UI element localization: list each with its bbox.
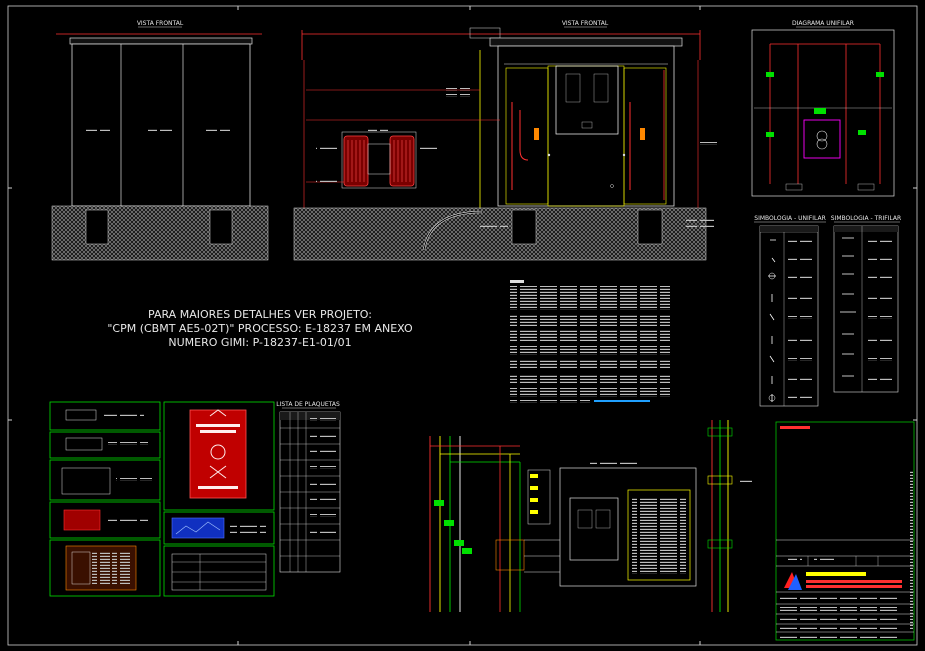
unifilar-diagram: DIAGRAMA UNIFILAR [751,20,895,197]
company-logo-icon [780,570,902,590]
front-view-left: VISTA FRONTAL [51,20,269,261]
symbology-trifilar-title: SIMBOLOGIA - TRIFILAR [831,215,901,222]
project-note-line3: NUMERO GIMI: P-18237-E1-01/01 [168,336,351,349]
front-view-left-title: VISTA FRONTAL [137,20,184,27]
detail-panels-left [49,401,161,597]
front-view-right-title: VISTA FRONTAL [562,20,609,27]
panel-front-view-small [559,462,697,587]
unifilar-diagram-title: DIAGRAMA UNIFILAR [792,20,854,27]
warning-plate-icon [189,409,247,499]
project-reference-note: PARA MAIORES DETALHES VER PROJETO: "CPM … [107,308,413,349]
plaquetas-list: LISTA DE PLAQUETAS [276,401,341,573]
general-notes-block [510,280,670,403]
drawing-frame [7,5,918,646]
project-note-line2: "CPM (CBMT AE5-02T)" PROCESSO: E-18237 E… [107,322,413,335]
identification-plate-panel [163,511,275,545]
transformer-icon [343,135,415,187]
trifilar-wiring-diagram [429,420,752,612]
title-block [775,421,915,641]
symbology-unifilar-title: SIMBOLOGIA - UNIFILAR [754,215,825,222]
project-note-line1: PARA MAIORES DETALHES VER PROJETO: [148,308,372,321]
front-view-right: VISTA FRONTAL [293,20,720,261]
small-table-panel [163,545,275,597]
plaquetas-list-title: LISTA DE PLAQUETAS [276,401,340,408]
warning-plate-panel [163,401,275,511]
symbology-trifilar: SIMBOLOGIA - TRIFILAR [831,215,901,393]
symbology-unifilar: SIMBOLOGIA - UNIFILAR [754,215,826,407]
